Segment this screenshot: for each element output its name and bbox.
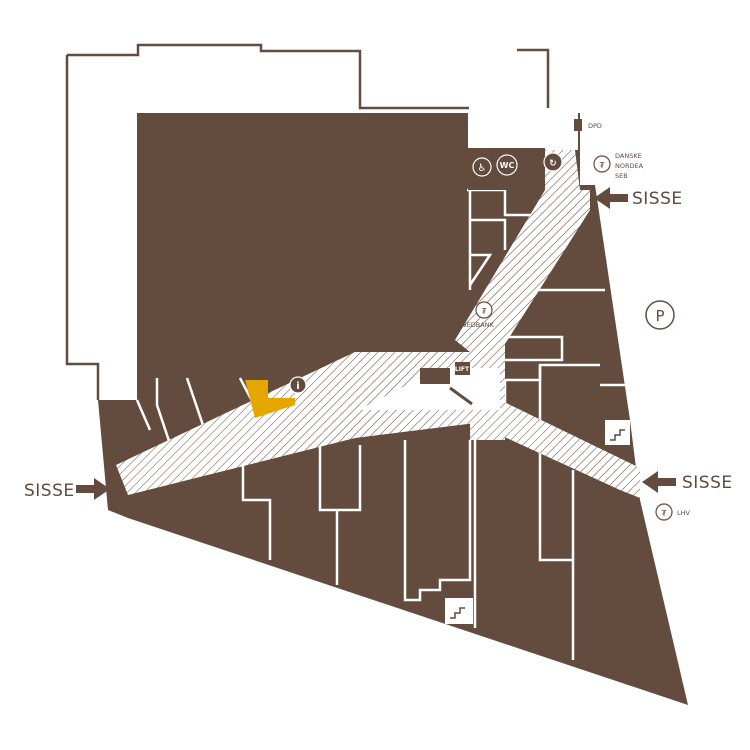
svg-text:₮: ₮: [599, 161, 605, 170]
svg-text:LIFT: LIFT: [455, 366, 470, 373]
building-outline: [65, 43, 550, 400]
lift-shaft: [420, 368, 450, 384]
atm-icon[interactable]: ₮: [593, 155, 611, 173]
entrance-left[interactable]: SISSE: [24, 478, 110, 501]
entrance-top-right[interactable]: SISSE: [594, 187, 683, 209]
services-block: [468, 113, 578, 150]
escalator-icon: [449, 386, 473, 406]
service-icon[interactable]: ↻: [543, 152, 563, 172]
dpd-label: DPD: [588, 122, 602, 130]
bank-label-2: NORDEA: [615, 162, 644, 170]
entrance-bottom-right-label: SISSE: [682, 473, 733, 493]
wc-icon[interactable]: WC: [496, 154, 518, 176]
entrance-bottom-right[interactable]: SISSE: [642, 471, 733, 493]
swedbank-label: SWEDBANK: [456, 321, 494, 329]
svg-text:P: P: [655, 307, 664, 325]
dpd-locker: [574, 119, 582, 131]
stairs-icon: [605, 420, 630, 445]
bank-label-1: DANSKE: [615, 152, 642, 160]
entrance-top-right-label: SISSE: [632, 189, 683, 209]
anchor-store-block[interactable]: [137, 113, 467, 381]
svg-text:WC: WC: [500, 161, 515, 170]
arrow-icon: [76, 478, 110, 500]
svg-text:♿: ♿: [478, 163, 487, 174]
highlighted-store[interactable]: [245, 380, 295, 418]
svg-text:i: i: [296, 381, 299, 392]
svg-text:₮: ₮: [481, 307, 487, 316]
stairs-icon-lower: [445, 598, 473, 624]
arrow-icon: [594, 187, 628, 209]
accessibility-icon[interactable]: ♿: [472, 157, 492, 177]
entrance-left-label: SISSE: [24, 481, 75, 501]
arrow-icon: [642, 471, 676, 493]
lift-icon[interactable]: [455, 362, 470, 375]
lhv-label: LHV: [677, 509, 691, 517]
bank-label-3: SEB: [615, 172, 628, 180]
svg-text:↻: ↻: [549, 159, 557, 169]
atm-icon-lhv[interactable]: ₮: [655, 503, 673, 521]
svg-text:₮: ₮: [661, 509, 667, 518]
atm-icon-swedbank[interactable]: ₮: [475, 301, 493, 319]
info-icon[interactable]: i: [289, 376, 307, 394]
parking-icon[interactable]: P: [645, 300, 675, 330]
